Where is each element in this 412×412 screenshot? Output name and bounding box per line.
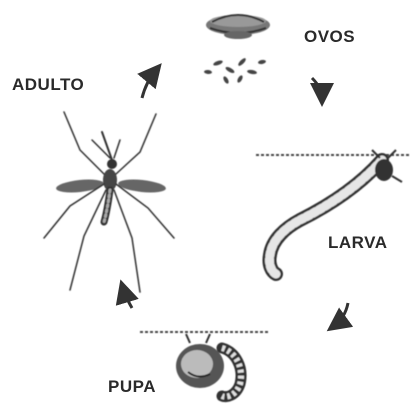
arrow-adult-to-eggs: [142, 70, 156, 98]
arrow-eggs-to-larva: [312, 78, 322, 98]
adult-mosquito-illustration: [44, 112, 174, 292]
egg-raft-illustration: [206, 15, 270, 39]
pupa-illustration: [140, 332, 270, 397]
label-eggs: OVOS: [304, 27, 355, 46]
label-larva: LARVA: [328, 233, 388, 252]
label-adult: ADULTO: [12, 75, 84, 94]
larva-illustration: [256, 150, 410, 274]
arrow-pupa-to-adult: [123, 288, 132, 308]
scattered-eggs-illustration: [204, 57, 266, 84]
arrow-larva-to-pupa: [334, 303, 348, 326]
label-pupa: PUPA: [108, 377, 156, 396]
